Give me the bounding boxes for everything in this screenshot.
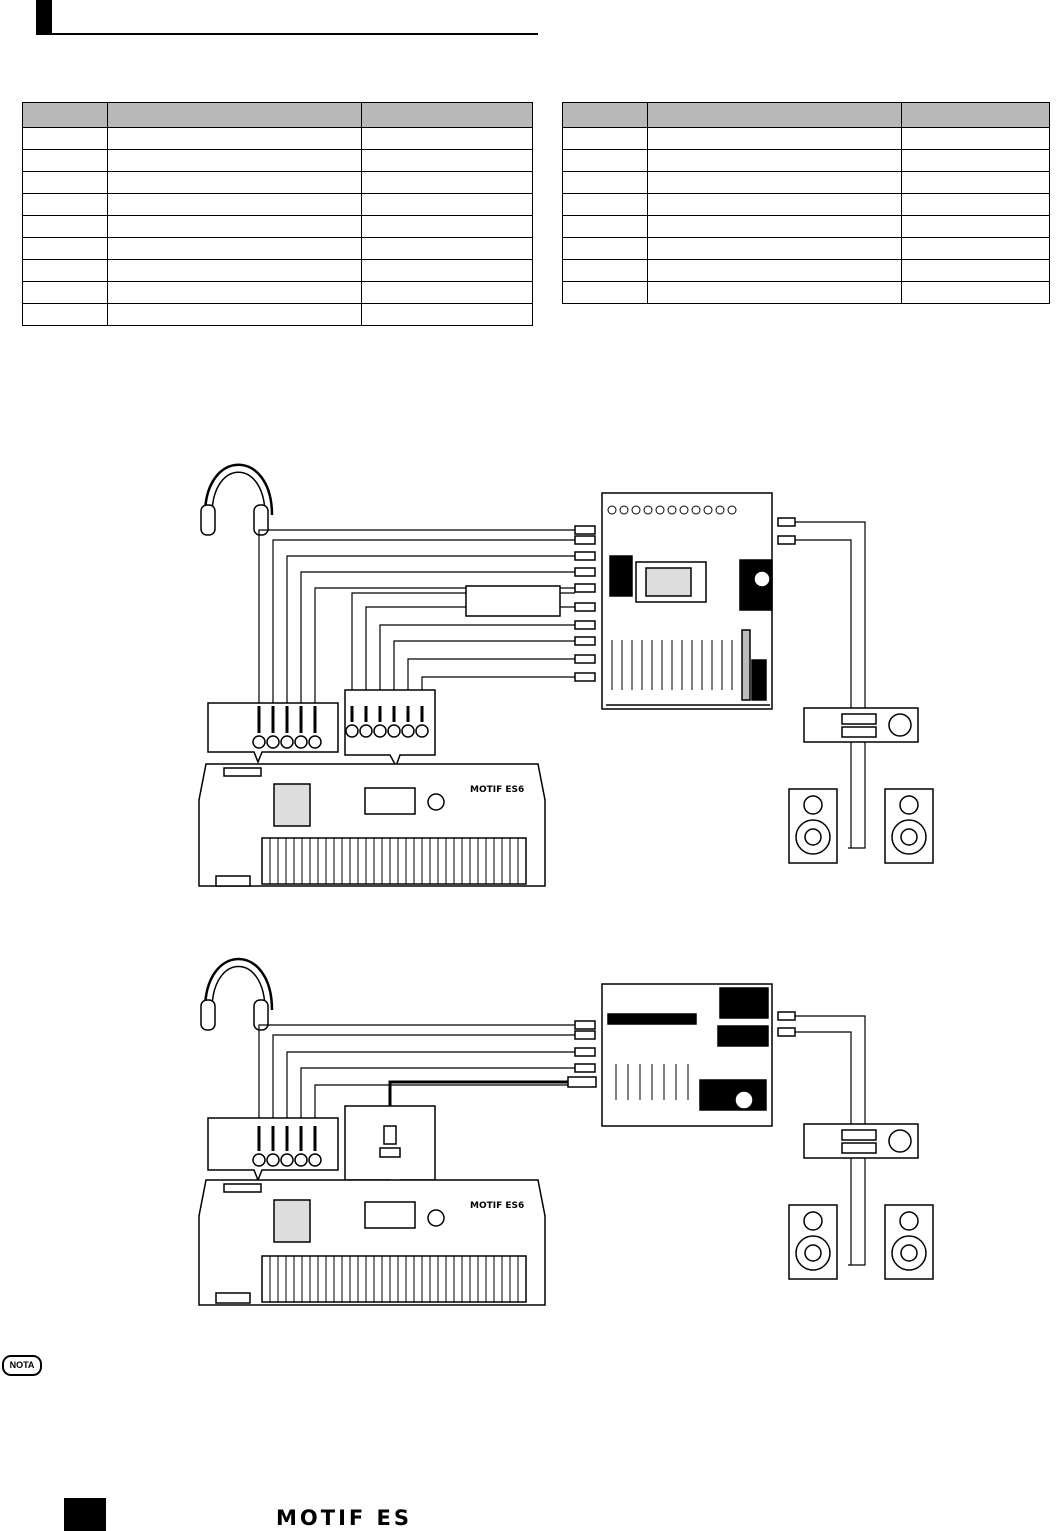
- mixer-faders: [611, 640, 733, 690]
- table-row: [562, 259, 1050, 282]
- digital-mixer: [601, 492, 773, 710]
- speaker-cable-right: [795, 521, 866, 849]
- adat-box: [465, 585, 561, 617]
- table-row: [562, 215, 1050, 238]
- table-row: [562, 237, 1050, 260]
- table-cell: [901, 281, 1050, 304]
- output-callout-left: [207, 702, 339, 765]
- daw-controller: [601, 983, 773, 1127]
- table-row: [22, 149, 533, 172]
- brand-logo: MOTIF ES: [276, 1506, 413, 1530]
- spec-table-right: [562, 102, 1050, 304]
- speaker-right: [884, 788, 934, 864]
- table-row: [22, 215, 533, 238]
- output-callout-right: [344, 689, 436, 768]
- table-row: [562, 171, 1050, 194]
- table-row: [22, 259, 533, 282]
- power-amplifier: [803, 707, 919, 743]
- table-row: [22, 127, 533, 150]
- table-row: [22, 237, 533, 260]
- keyboard-logo: MOTIF ES6: [470, 1201, 524, 1211]
- output-callout-left: [207, 1117, 339, 1183]
- page-number-tab: [64, 1498, 106, 1531]
- speaker-right: [884, 1204, 934, 1280]
- table-header-row: [22, 102, 533, 128]
- keyboard-keys: [269, 838, 519, 884]
- keyboard-keys: [269, 1256, 519, 1302]
- controller-faders: [615, 1064, 689, 1100]
- table-row: [562, 149, 1050, 172]
- speaker-left: [788, 788, 838, 864]
- table-cell: [361, 303, 533, 326]
- synth-keyboard: [198, 763, 546, 887]
- table-row: [562, 193, 1050, 216]
- audio-cables: [258, 1024, 575, 1126]
- table-row: [22, 303, 533, 326]
- usb-callout: [344, 1105, 436, 1192]
- plug-icon: [777, 1027, 796, 1037]
- section-header-rule: [36, 33, 538, 35]
- headphones-icon: [200, 463, 274, 536]
- spec-table-left: [22, 102, 533, 326]
- table-row: [562, 281, 1050, 304]
- headphones-icon: [200, 957, 274, 1031]
- plug-icons-d2: [567, 1020, 597, 1088]
- mixer-knob-row: [607, 505, 737, 515]
- usb-cable: [388, 1080, 568, 1110]
- power-amplifier: [803, 1123, 919, 1159]
- synth-keyboard: [198, 1179, 546, 1306]
- speaker-cable-left: [795, 539, 852, 848]
- plug-icon: [777, 517, 796, 527]
- keyboard-logo: MOTIF ES6: [470, 785, 524, 795]
- plug-icon: [777, 1011, 796, 1021]
- nota-badge: NOTA: [2, 1355, 42, 1376]
- section-header-marker: [36, 0, 52, 34]
- plug-icon: [777, 535, 796, 545]
- table-row: [22, 193, 533, 216]
- audio-cables: [258, 529, 575, 706]
- plug-icons-d1: [574, 525, 596, 682]
- table-row: [22, 281, 533, 304]
- speaker-cable-left: [795, 1031, 852, 1265]
- speaker-left: [788, 1204, 838, 1280]
